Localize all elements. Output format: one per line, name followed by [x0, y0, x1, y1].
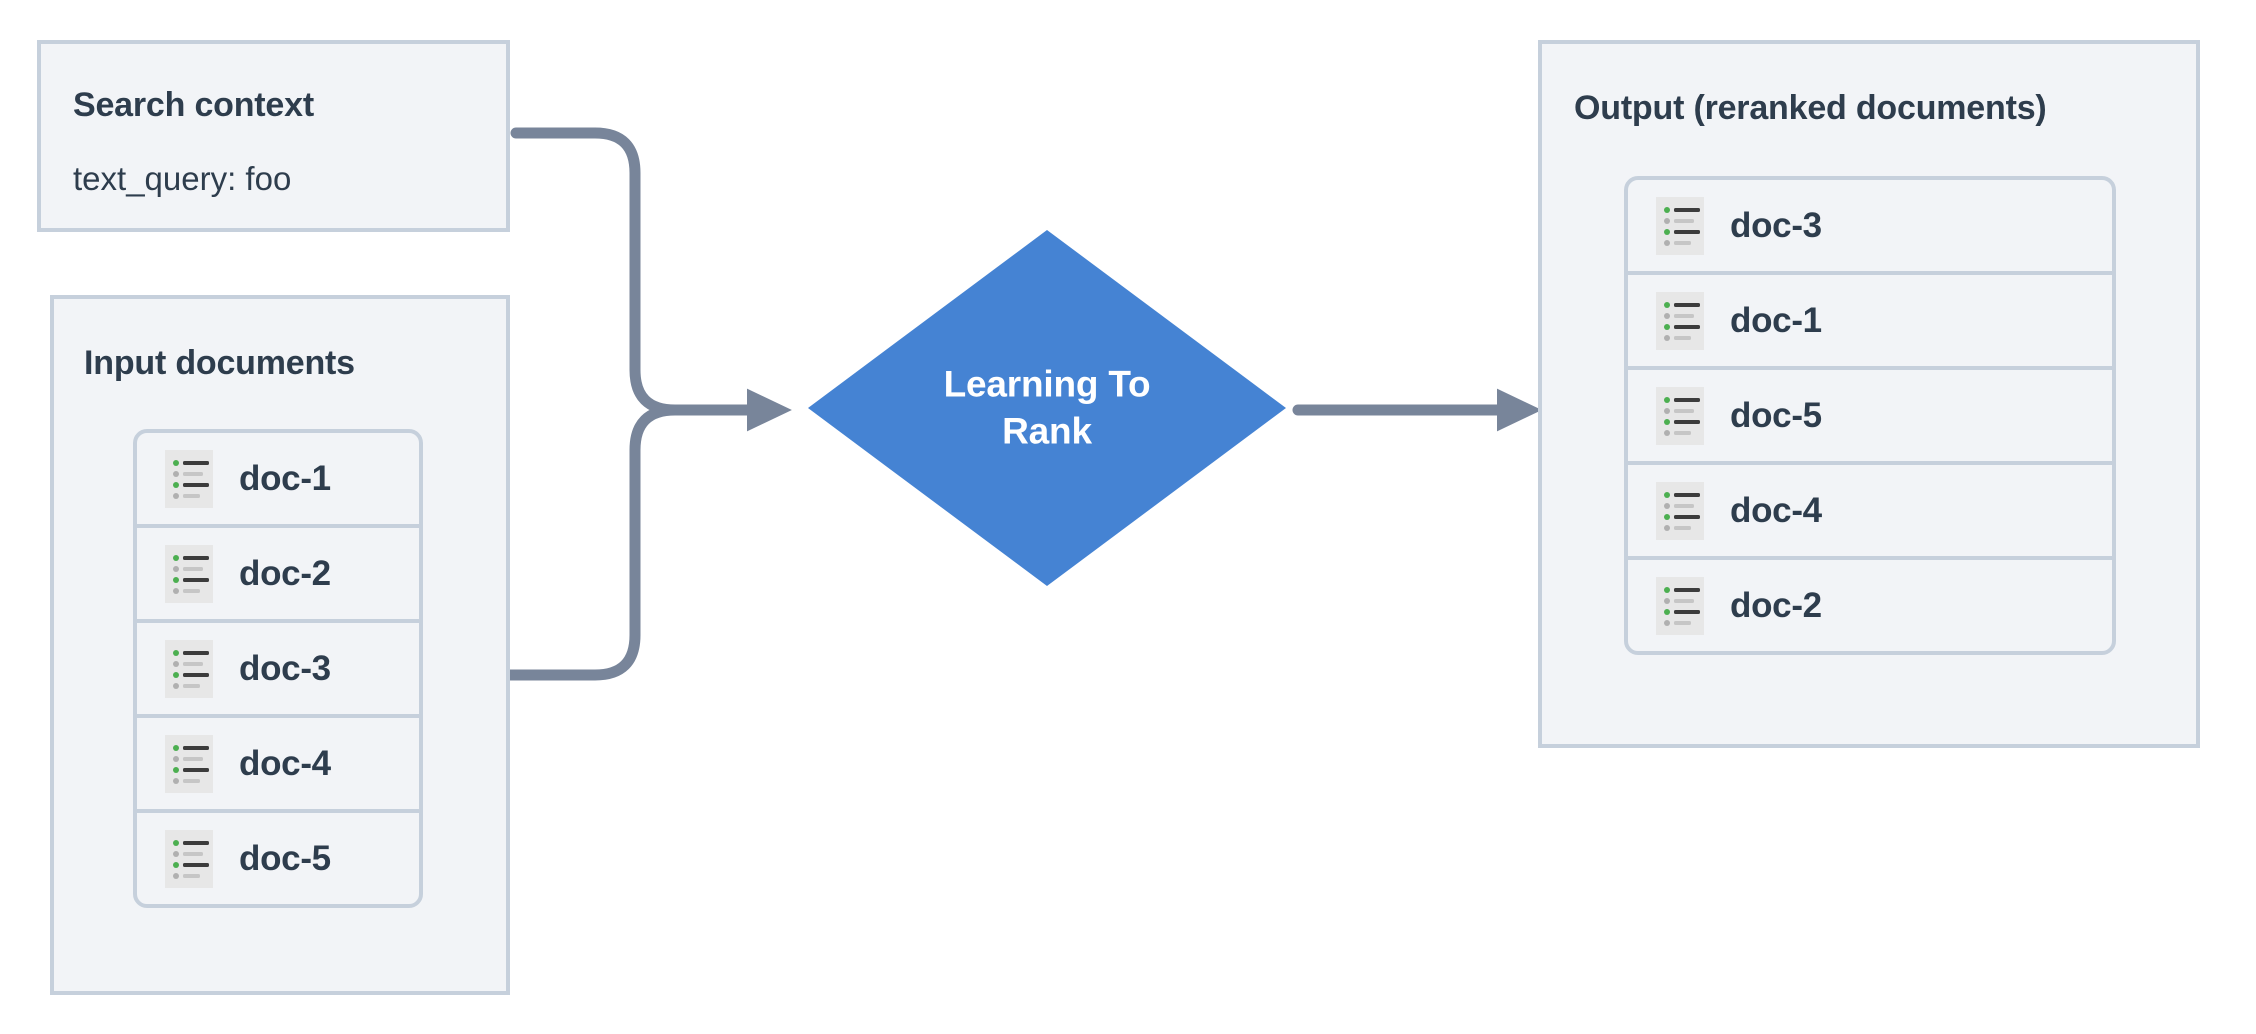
document-list-icon: [1656, 291, 1704, 350]
input-documents-panel: Input documents doc-1 doc-2 doc-3 doc-4 …: [50, 295, 510, 995]
document-list-icon: [1656, 196, 1704, 255]
document-list-icon: [1656, 481, 1704, 540]
document-list-icon: [1656, 576, 1704, 635]
search-context-panel: Search context text_query: foo: [37, 40, 510, 232]
list-item[interactable]: doc-4: [1624, 461, 2116, 560]
list-item-label: doc-2: [239, 553, 331, 593]
list-item-label: doc-3: [239, 648, 331, 688]
list-item-label: doc-2: [1730, 585, 1822, 625]
connector-search-context-to-ltr: [510, 127, 681, 416]
output-panel: Output (reranked documents) doc-3 doc-1 …: [1538, 40, 2200, 748]
list-item-label: doc-3: [1730, 205, 1822, 245]
learning-to-rank-label: Learning To Rank: [808, 361, 1286, 456]
list-item-label: doc-1: [1730, 300, 1822, 340]
output-documents-list: doc-3 doc-1 doc-5 doc-4 doc-2: [1624, 176, 2116, 655]
list-item-label: doc-4: [1730, 490, 1822, 530]
document-list-icon: [165, 734, 213, 793]
list-item-label: doc-5: [1730, 395, 1822, 435]
list-item-label: doc-4: [239, 743, 331, 783]
list-item[interactable]: doc-1: [1624, 271, 2116, 370]
ltr-label-line-1: Learning To: [943, 363, 1151, 405]
list-item[interactable]: doc-4: [133, 714, 423, 813]
learning-to-rank-node[interactable]: Learning To Rank: [808, 230, 1286, 586]
search-context-title: Search context: [73, 86, 314, 124]
list-item[interactable]: doc-2: [133, 524, 423, 623]
document-list-icon: [165, 639, 213, 698]
list-item[interactable]: doc-1: [133, 429, 423, 528]
list-item[interactable]: doc-5: [133, 809, 423, 908]
list-item[interactable]: doc-5: [1624, 366, 2116, 465]
list-item[interactable]: doc-2: [1624, 556, 2116, 655]
list-item-label: doc-5: [239, 838, 331, 878]
ltr-label-line-2: Rank: [1002, 411, 1092, 452]
input-documents-title: Input documents: [84, 344, 355, 382]
document-list-icon: [165, 544, 213, 603]
list-item[interactable]: doc-3: [1624, 176, 2116, 275]
connector-input-documents-to-ltr: [500, 404, 681, 681]
document-list-icon: [165, 829, 213, 888]
output-panel-title: Output (reranked documents): [1574, 89, 2047, 127]
document-list-icon: [165, 449, 213, 508]
list-item-label: doc-1: [239, 458, 331, 498]
document-list-icon: [1656, 386, 1704, 445]
list-item[interactable]: doc-3: [133, 619, 423, 718]
search-context-query-value: text_query: foo: [73, 160, 292, 197]
input-documents-list: doc-1 doc-2 doc-3 doc-4 doc-5: [133, 429, 423, 908]
